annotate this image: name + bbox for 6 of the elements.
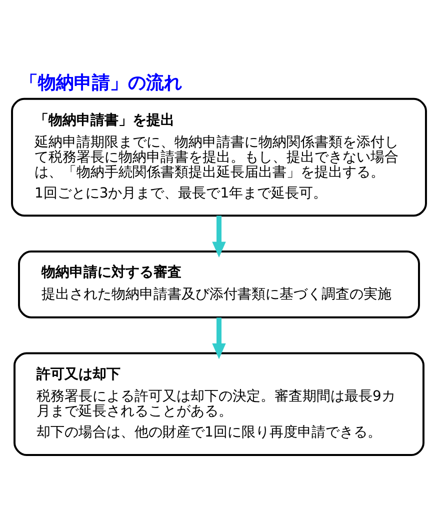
node-box: 許可又は却下 税務署長による許可又は却下の決定。審査期間は最長9カ月まで延長されることがある。 却下の場合は、他の財産で1回に限り再度申請できる。 xyxy=(14,352,424,456)
node-box: 「物納申請書」を提出 延納申請期限までに、物納申請書に物納関係書類を添付して税務署長に物納申請書を提出。もし、提出できない場合は、「物納手続関係書類提出延長届出書」を提出する。 1回ごとに3か月まで、最長で1年まで延長可。 xyxy=(11,98,427,217)
arrow xyxy=(212,318,226,360)
node-box: 物納申請に対する審査 提出された物納申請書及び添付書類に基づく調査の実施 xyxy=(18,250,420,318)
diagram-title: 「物納申請」の流れ xyxy=(20,72,182,94)
arrow xyxy=(212,216,226,258)
